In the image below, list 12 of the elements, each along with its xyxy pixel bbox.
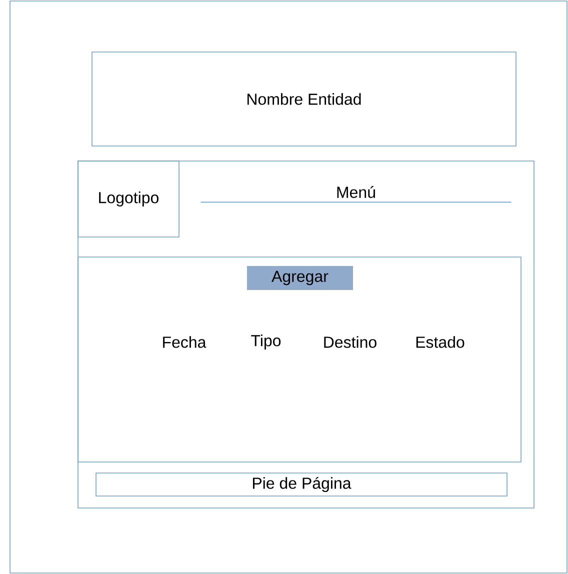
title-box: Nombre Entidad — [92, 52, 516, 146]
column-header: Estado — [416, 336, 464, 348]
menu-bar: Menú — [200, 186, 512, 203]
content-panel — [78, 256, 522, 462]
column-header: Fecha — [163, 336, 206, 348]
main-container — [78, 160, 534, 508]
column-header: Destino — [324, 336, 376, 348]
column-header: Tipo — [251, 334, 281, 350]
footer-box: Pie de Página — [96, 472, 508, 496]
page-frame — [10, 0, 568, 574]
placeholder-box: Logotipo — [78, 160, 180, 238]
add-button: Agregar — [247, 266, 353, 290]
